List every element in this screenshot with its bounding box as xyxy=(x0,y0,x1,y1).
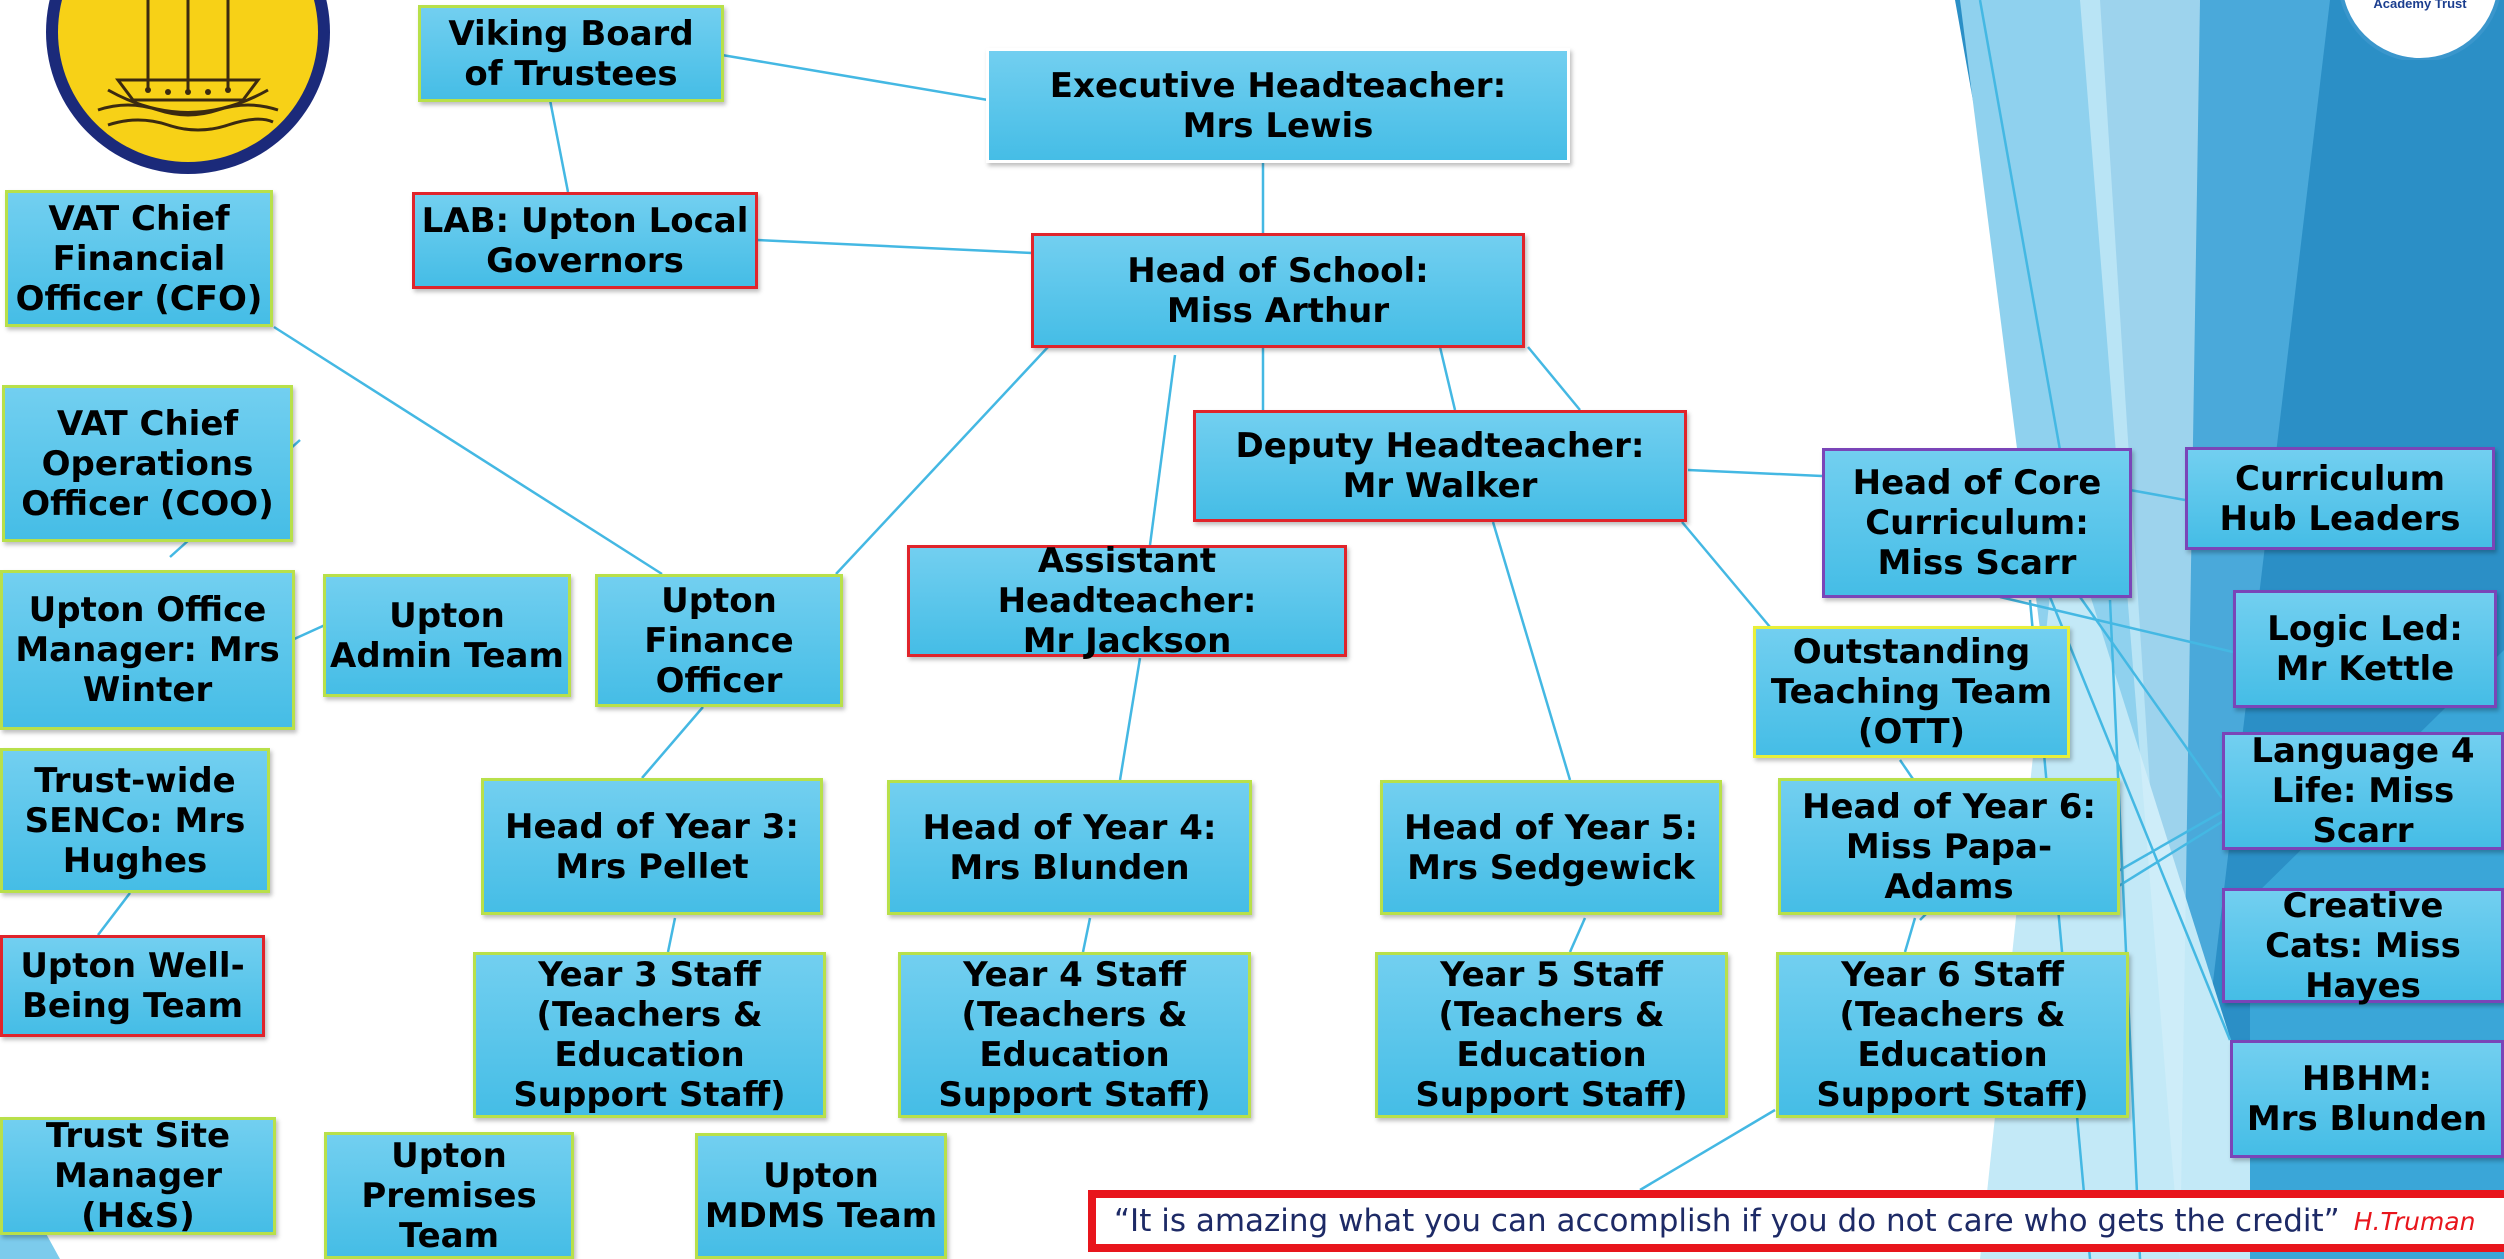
head-of-core-curriculum-box: Head of Core Curriculum: Miss Scarr xyxy=(1822,448,2132,598)
finance-officer-text: Upton Finance Officer xyxy=(644,580,794,701)
assistant-headteacher-name: Mr Jackson xyxy=(1022,621,1232,661)
head-of-year-4-box: Head of Year 4: Mrs Blunden xyxy=(887,780,1252,915)
head-of-year-5-box: Head of Year 5: Mrs Sedgewick xyxy=(1380,780,1722,915)
year-5-staff-text: Year 5 Staff (Teachers & Education Suppo… xyxy=(1415,955,1688,1115)
viking-board-box: Viking Board of Trustees xyxy=(418,5,724,102)
deputy-headteacher-title: Deputy Headteacher: xyxy=(1235,426,1645,466)
creative-cats-text: Creative Cats: Miss Hayes xyxy=(2265,885,2461,1006)
year-4-staff-box: Year 4 Staff (Teachers & Education Suppo… xyxy=(898,952,1251,1118)
year-4-staff-text: Year 4 Staff (Teachers & Education Suppo… xyxy=(938,955,1211,1115)
premises-team-text: Upton Premises Team xyxy=(361,1135,537,1256)
logic-led-title: Logic Led: xyxy=(2267,609,2463,649)
curriculum-hub-leaders-text: Curriculum Hub Leaders xyxy=(2219,458,2461,539)
assistant-headteacher-title: Assistant Headteacher: xyxy=(997,541,1257,621)
head-of-school-box: Head of School: Miss Arthur xyxy=(1031,233,1525,348)
logic-led-name: Mr Kettle xyxy=(2275,649,2455,689)
assistant-headteacher-box: Assistant Headteacher: Mr Jackson xyxy=(907,541,1347,661)
head-of-year-5-title: Head of Year 5: xyxy=(1404,807,1698,848)
office-manager-text: Upton Office Manager: Mrs Winter xyxy=(15,590,280,710)
lab-governors-box: LAB: Upton Local Governors xyxy=(412,192,758,289)
head-of-year-3-title: Head of Year 3: xyxy=(505,806,799,847)
executive-headteacher-box: Executive Headteacher: Mrs Lewis xyxy=(986,48,1570,163)
head-of-year-4-name: Mrs Blunden xyxy=(949,847,1190,888)
head-of-school-title: Head of School: xyxy=(1127,250,1429,291)
vat-coo-text: VAT Chief Operations Officer (COO) xyxy=(21,403,274,524)
logic-led-box: Logic Led: Mr Kettle xyxy=(2233,590,2497,708)
head-of-year-5-name: Mrs Sedgewick xyxy=(1407,847,1695,888)
vat-cfo-box: VAT Chief Financial Officer (CFO) xyxy=(5,190,273,327)
admin-team-box: Upton Admin Team xyxy=(323,574,571,697)
office-manager-box: Upton Office Manager: Mrs Winter xyxy=(0,570,295,730)
trust-logo-text: Academy Trust xyxy=(2373,0,2467,11)
creative-cats-box: Creative Cats: Miss Hayes xyxy=(2222,885,2504,1006)
outstanding-teaching-team-text: Outstanding Teaching Team (OTT) xyxy=(1770,632,2053,752)
wellbeing-team-text: Upton Well-Being Team xyxy=(20,946,245,1026)
mdms-team-text: Upton MDMS Team xyxy=(704,1156,938,1236)
deputy-headteacher-box: Deputy Headteacher: Mr Walker xyxy=(1193,410,1687,522)
premises-team-box: Upton Premises Team xyxy=(324,1132,574,1259)
executive-headteacher-title: Executive Headteacher: xyxy=(1049,65,1507,106)
head-of-core-curriculum-text: Head of Core Curriculum: Miss Scarr xyxy=(1852,463,2102,583)
admin-team-text: Upton Admin Team xyxy=(330,595,564,676)
trust-logo: Academy Trust xyxy=(2340,0,2500,60)
school-logo xyxy=(46,0,330,174)
head-of-year-6-box: Head of Year 6: Miss Papa-Adams xyxy=(1778,778,2120,915)
head-of-year-3-name: Mrs Pellet xyxy=(555,846,749,887)
outstanding-teaching-team-box: Outstanding Teaching Team (OTT) xyxy=(1753,626,2070,758)
head-of-year-6-name: Miss Papa-Adams xyxy=(1845,826,2053,907)
head-of-year-3-box: Head of Year 3: Mrs Pellet xyxy=(481,778,823,915)
head-of-school-name: Miss Arthur xyxy=(1166,290,1390,331)
vat-coo-box: VAT Chief Operations Officer (COO) xyxy=(2,385,293,542)
quote-text: “It is amazing what you can accomplish i… xyxy=(1114,1203,2340,1239)
hbhm-name: Mrs Blunden xyxy=(2246,1099,2488,1139)
year-3-staff-text: Year 3 Staff (Teachers & Education Suppo… xyxy=(513,955,786,1115)
viking-board-text: Viking Board of Trustees xyxy=(448,13,694,94)
deputy-headteacher-name: Mr Walker xyxy=(1342,466,1538,506)
lab-governors-text: LAB: Upton Local Governors xyxy=(421,200,749,281)
language-4-life-box: Language 4 Life: Miss Scarr xyxy=(2222,731,2504,851)
site-manager-box: Trust Site Manager (H&S) xyxy=(0,1116,276,1236)
head-of-year-6-title: Head of Year 6: xyxy=(1802,786,2096,827)
year-3-staff-box: Year 3 Staff (Teachers & Education Suppo… xyxy=(473,952,826,1118)
quote-banner: “It is amazing what you can accomplish i… xyxy=(1088,1190,2504,1252)
year-6-staff-box: Year 6 Staff (Teachers & Education Suppo… xyxy=(1776,952,2129,1118)
mdms-team-box: Upton MDMS Team xyxy=(695,1133,947,1259)
year-6-staff-text: Year 6 Staff (Teachers & Education Suppo… xyxy=(1816,955,2089,1115)
finance-officer-box: Upton Finance Officer xyxy=(595,574,843,707)
hbhm-title: HBHM: xyxy=(2301,1059,2433,1099)
executive-headteacher-name: Mrs Lewis xyxy=(1182,105,1374,146)
curriculum-hub-leaders-box: Curriculum Hub Leaders xyxy=(2185,447,2495,550)
senco-text: Trust-wide SENCo: Mrs Hughes xyxy=(24,760,246,881)
language-4-life-text: Language 4 Life: Miss Scarr xyxy=(2251,731,2475,851)
vat-cfo-text: VAT Chief Financial Officer (CFO) xyxy=(15,198,263,319)
quote-author: H.Truman xyxy=(2353,1206,2476,1236)
site-manager-text: Trust Site Manager (H&S) xyxy=(45,1116,231,1236)
senco-box: Trust-wide SENCo: Mrs Hughes xyxy=(0,748,270,893)
year-5-staff-box: Year 5 Staff (Teachers & Education Suppo… xyxy=(1375,952,1728,1118)
head-of-year-4-title: Head of Year 4: xyxy=(922,807,1217,848)
hbhm-box: HBHM: Mrs Blunden xyxy=(2230,1040,2504,1158)
wellbeing-team-box: Upton Well-Being Team xyxy=(0,935,265,1037)
